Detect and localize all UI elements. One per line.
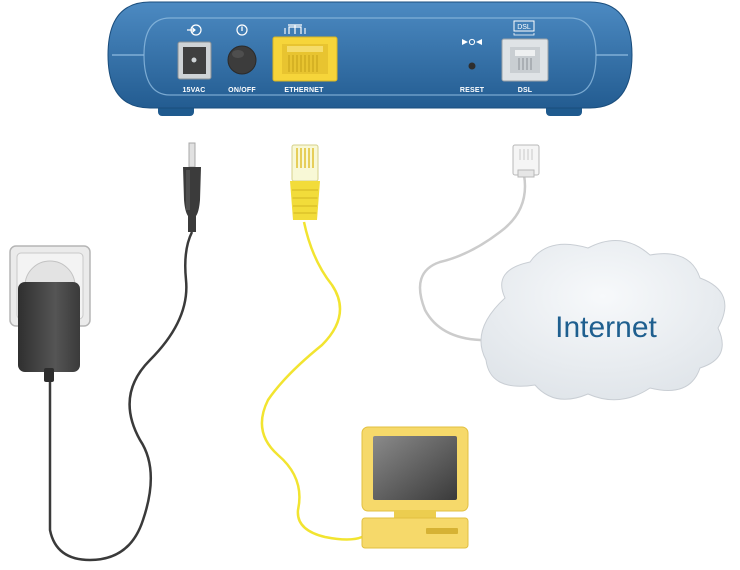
computer bbox=[361, 426, 469, 549]
ethernet-cable bbox=[260, 221, 363, 541]
reset-button[interactable] bbox=[468, 62, 476, 70]
power-symbol-icon bbox=[236, 24, 248, 36]
network-icon bbox=[284, 24, 306, 34]
reset-port: RESET bbox=[460, 38, 485, 94]
computer-monitor bbox=[361, 426, 469, 520]
svg-text:DSL: DSL bbox=[517, 24, 531, 31]
port-label-reset: RESET bbox=[460, 87, 485, 94]
port-label-onoff: ON/OFF bbox=[228, 87, 256, 94]
cloud-shape bbox=[480, 239, 726, 401]
power-port: 15VAC bbox=[177, 24, 212, 94]
power-cable bbox=[48, 231, 194, 562]
onoff-button[interactable] bbox=[227, 45, 257, 75]
power-input-icon bbox=[187, 24, 202, 36]
router-panel bbox=[143, 17, 597, 96]
router-body bbox=[107, 1, 633, 109]
dsl-cable bbox=[418, 174, 527, 342]
dsl-icon: DSL bbox=[513, 20, 535, 36]
power-plug bbox=[183, 142, 201, 232]
dsl-port: DSL DSL bbox=[501, 20, 549, 94]
reset-icon bbox=[462, 38, 482, 46]
port-label-ethernet: ETHERNET bbox=[284, 87, 324, 94]
dsl-plug bbox=[512, 144, 540, 178]
power-adapter bbox=[18, 282, 80, 372]
port-label-15vac: 15VAC bbox=[182, 87, 205, 94]
internet-label: Internet bbox=[555, 311, 657, 344]
port-label-dsl: DSL bbox=[518, 87, 533, 94]
internet-cloud: Internet bbox=[480, 239, 726, 401]
onoff-port: ON/OFF bbox=[227, 24, 257, 94]
ethernet-port: ETHERNET bbox=[272, 24, 338, 94]
power-supply bbox=[9, 142, 201, 562]
dsl-connection: Internet bbox=[418, 144, 726, 401]
router: 15VAC ON/OFF bbox=[107, 1, 633, 116]
computer-base bbox=[361, 517, 469, 549]
ethernet-plug bbox=[290, 144, 320, 220]
ethernet-connection bbox=[260, 144, 469, 549]
